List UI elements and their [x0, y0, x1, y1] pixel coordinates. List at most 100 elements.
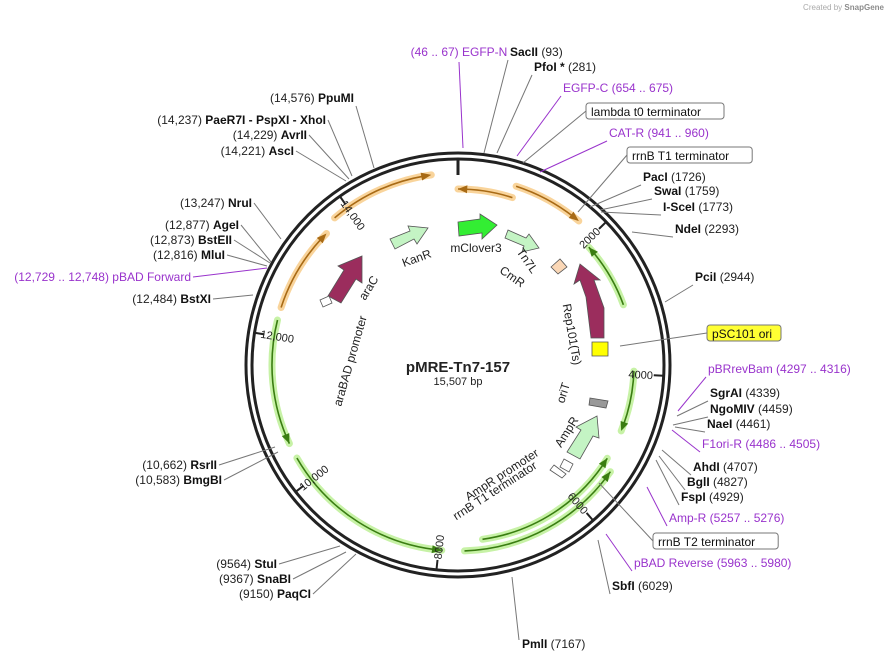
stui-text: (9564) StuI: [216, 557, 277, 571]
site-label-rrnb-t2-terminator: rrnB T2 terminator: [652, 532, 779, 550]
cmr-label: CmR: [497, 263, 528, 290]
plasmid-name: pMRE-Tn7-157: [406, 359, 510, 376]
ngomiv-position: (4459): [755, 402, 793, 416]
orf-arrowhead: [598, 458, 608, 469]
paer7i-pspxi-xhoi-position: (14,237): [157, 113, 205, 127]
naei-leader: [674, 426, 706, 433]
orf-line: [271, 319, 291, 444]
rrnb-t1-terminator-leader: [577, 154, 628, 213]
site-label-amp-r: Amp-R (5257 .. 5276): [669, 511, 784, 525]
site-label-rrnb-t1-terminator: rrnB T1 terminator: [626, 146, 753, 164]
asci-leader: [295, 150, 347, 182]
avrii-position: (14,229): [233, 128, 281, 142]
rrnb-t1-terminator-box: [626, 146, 753, 164]
orf-arrowhead: [420, 172, 432, 181]
egfp-c-text: EGFP-C (654 .. 675): [563, 81, 673, 95]
bstxi-text: (12,484) BstXI: [132, 292, 211, 306]
pbrrevbam-name: pBRrevBam: [708, 362, 773, 376]
ndei-position: (2293): [701, 222, 739, 236]
orf-arrowhead: [458, 185, 468, 194]
mlui-position: (12,816): [153, 248, 201, 262]
site-label-pbad-reverse: pBAD Reverse (5963 .. 5980): [634, 556, 791, 570]
naei-position: (4461): [732, 417, 770, 431]
site-label-naei: NaeI (4461): [707, 417, 770, 431]
bsteii-text: (12,873) BstEII: [150, 233, 232, 247]
egfp-n-name: EGFP-N: [462, 45, 507, 59]
site-label-rsrii: (10,662) RsrII: [142, 458, 217, 472]
snabi-leader: [292, 551, 347, 580]
avrii-text: (14,229) AvrII: [233, 128, 307, 142]
pfoi-name: PfoI *: [534, 60, 565, 74]
pcii-position: (2944): [716, 270, 754, 284]
bgli-position: (4827): [710, 475, 748, 489]
sbfi-position: (6029): [635, 579, 673, 593]
site-label-cat-r: CAT-R (941 .. 960): [609, 126, 709, 140]
pcii-leader: [664, 284, 694, 303]
ahdi-text: AhdI (4707): [693, 460, 758, 474]
sgrai-text: SgrAI (4339): [710, 386, 780, 400]
sbfi-leader: [597, 539, 611, 595]
credit-prefix: Created by: [803, 3, 843, 12]
cat-r-leader: [539, 140, 608, 173]
paci-position: (1726): [668, 170, 706, 184]
egfp-c-position: (654 .. 675): [608, 81, 673, 95]
fspi-name: FspI: [681, 490, 706, 504]
sacii-leader: [483, 59, 509, 154]
site-label-ngomiv: NgoMIV (4459): [710, 402, 793, 416]
ruler-tick: [295, 484, 305, 493]
fspi-text: FspI (4929): [681, 490, 744, 504]
snapgene-credit: Created by SnapGene: [803, 3, 884, 12]
pbad-reverse-position: (5963 .. 5980): [713, 556, 791, 570]
swai-text: SwaI (1759): [654, 184, 719, 198]
pfoi-leader: [496, 74, 533, 154]
amp-r-name: Amp-R: [669, 511, 707, 525]
ppumi-text: (14,576) PpuMI: [270, 91, 354, 105]
site-label-fspi: FspI (4929): [681, 490, 744, 504]
egfp-n-text: (46 .. 67) EGFP-N: [411, 45, 508, 59]
kanr-feature: [389, 225, 429, 250]
paer7i-pspxi-xhoi-leader: [327, 119, 353, 177]
psc101-ori-leader: [619, 332, 708, 347]
lambda-t0-terminator-box: [585, 102, 725, 120]
i-scei-text: I-SceI (1773): [663, 200, 733, 214]
i-scei-name: I-SceI: [663, 200, 695, 214]
bstxi-name: BstXI: [180, 292, 211, 306]
site-label-bgli: BglI (4827): [687, 475, 748, 489]
pmli-text: PmlI (7167): [522, 637, 585, 651]
sbfi-text: SbfI (6029): [612, 579, 673, 593]
pfoi-text: PfoI * (281): [534, 60, 596, 74]
egfp-c-name: EGFP-C: [563, 81, 609, 95]
ahdi-name: AhdI: [693, 460, 720, 474]
cat-r-text: CAT-R (941 .. 960): [609, 126, 709, 140]
amp-r-text: Amp-R (5257 .. 5276): [669, 511, 784, 525]
site-label-pfoi: PfoI * (281): [534, 60, 596, 74]
ngomiv-name: NgoMIV: [710, 402, 755, 416]
sgrai-leader: [676, 400, 709, 417]
site-label-f1ori-r: F1ori-R (4486 .. 4505): [702, 437, 820, 451]
arabad-promoter-feature: [319, 295, 333, 308]
site-label-ahdi: AhdI (4707): [693, 460, 758, 474]
site-label-sgrai: SgrAI (4339): [710, 386, 780, 400]
site-label-swai: SwaI (1759): [654, 184, 719, 198]
ruler-tick: [435, 559, 439, 570]
bsteii-leader: [233, 239, 271, 264]
naei-text: NaeI (4461): [707, 417, 770, 431]
rep101-ts-label: Rep101(Ts): [560, 303, 585, 367]
psc101-ori-box: [706, 324, 782, 342]
rrnb-t2-terminator-box: [652, 532, 779, 550]
site-label-lambda-t0-terminator: lambda t0 terminator: [585, 102, 725, 120]
label-leader-lines: [192, 59, 709, 641]
snabi-name: SnaBI: [257, 572, 291, 586]
ruler-tick-label: 12,000: [260, 329, 295, 346]
site-label-paer7i-pspxi-xhoi: (14,237) PaeR7I - PspXI - XhoI: [157, 113, 326, 127]
ruler-tick-label: 4000: [628, 369, 653, 382]
nrui-position: (13,247): [180, 196, 228, 210]
sacii-name: SacII: [510, 45, 538, 59]
orf-line: [482, 457, 608, 541]
f1ori-r-leader: [671, 429, 701, 453]
site-label-pbrrevbam: pBRrevBam (4297 .. 4316): [708, 362, 851, 376]
orf-arrows: [268, 171, 638, 555]
site-label-pbad-forward: (12,729 .. 12,748) pBAD Forward: [14, 270, 191, 284]
